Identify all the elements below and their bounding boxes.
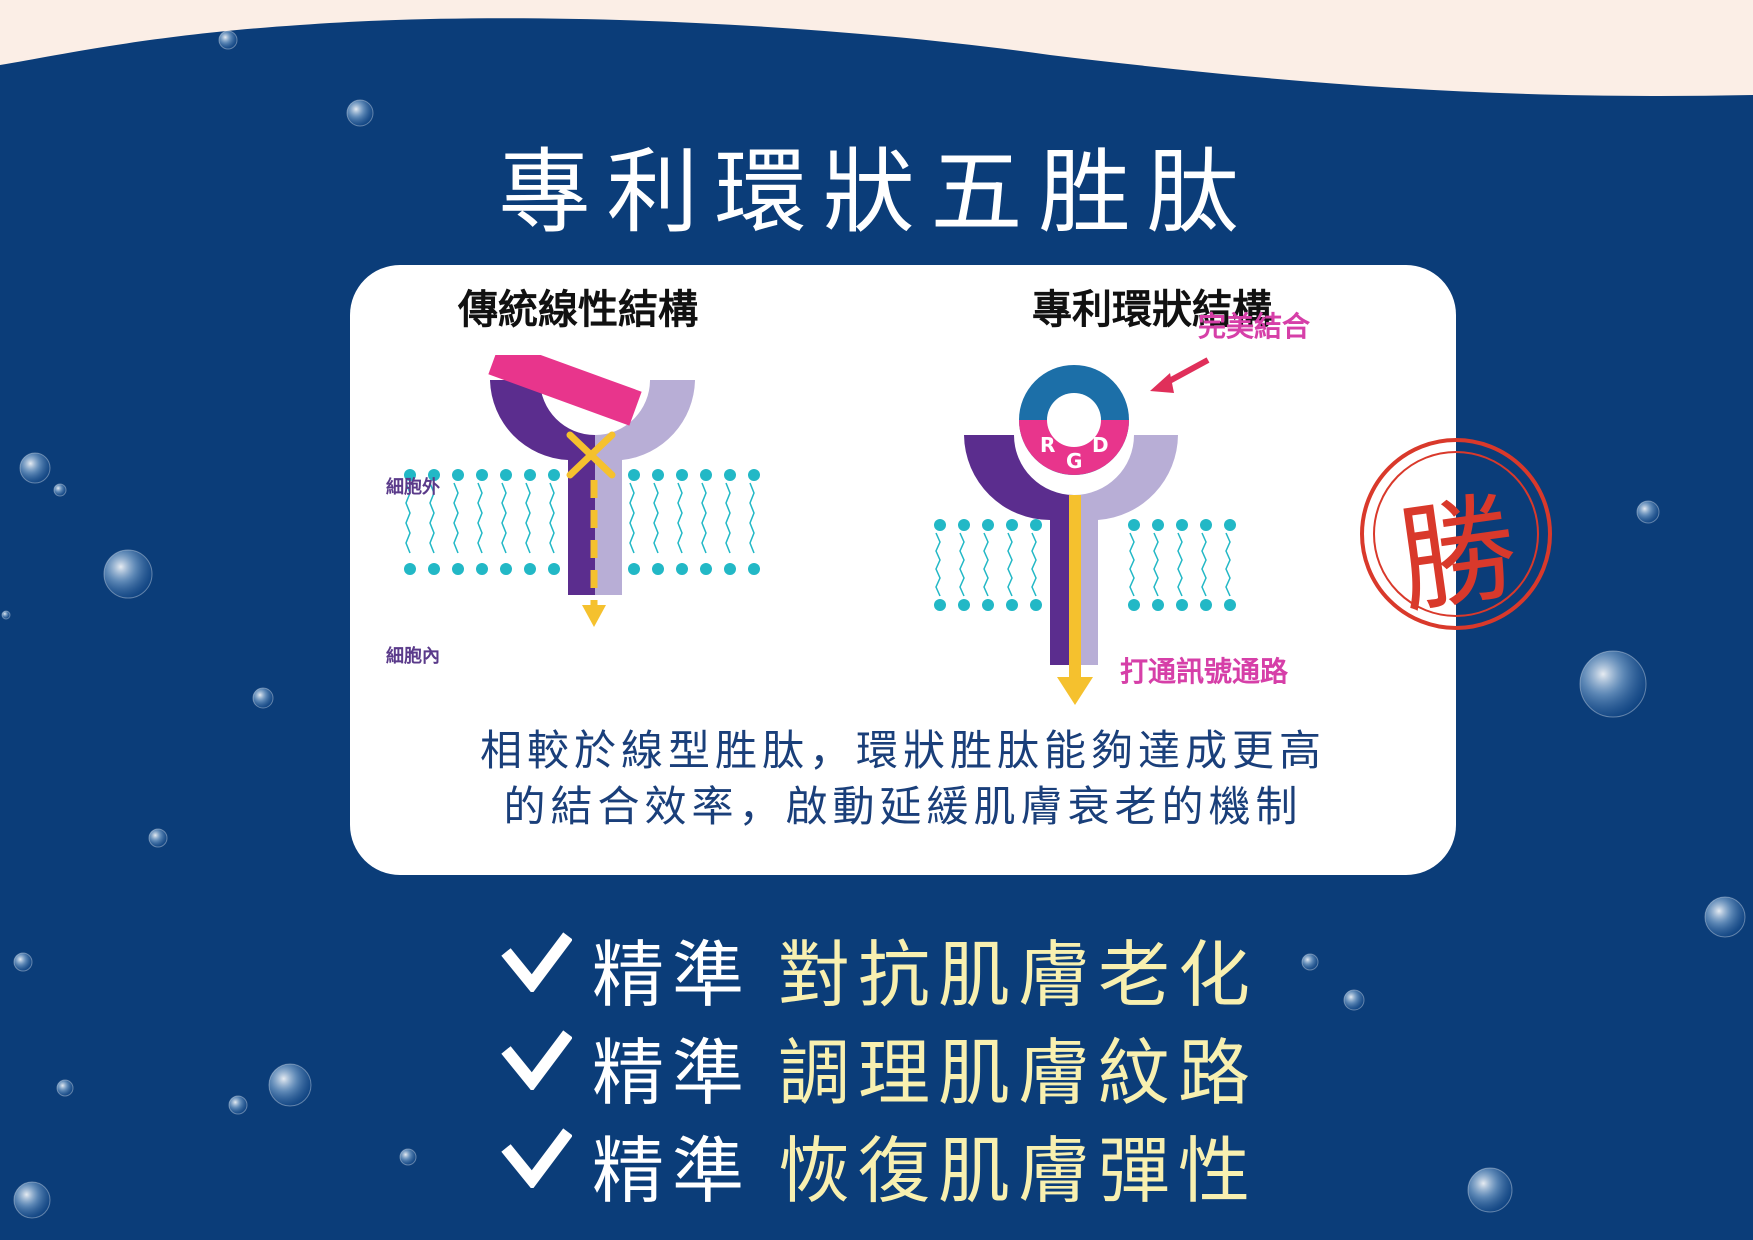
linear-structure-diagram <box>404 355 760 627</box>
perfect-bind-label: 完美結合 <box>1198 310 1311 343</box>
stamp-character: 勝 <box>1389 477 1526 631</box>
benefit-value: 調理肌膚紋路 <box>778 1031 1259 1115</box>
benefit-label: 精準 <box>592 1129 753 1213</box>
win-stamp: 勝 <box>1358 436 1554 632</box>
blocked-x-icon <box>566 431 616 479</box>
rgd-ring <box>1019 365 1129 475</box>
top-wave <box>0 0 1753 96</box>
description-line-1: 相較於線型胜肽，環狀胜肽能夠達成更高 <box>479 726 1326 775</box>
left-heading: 傳統線性結構 <box>458 287 698 333</box>
check-icon <box>501 1030 572 1090</box>
inside-cell-label: 細胞內 <box>386 646 440 667</box>
ring-letter-d: D <box>1092 433 1109 457</box>
outside-cell-label: 細胞外 <box>386 477 440 498</box>
cyclic-structure-diagram: R G D <box>934 357 1236 705</box>
benefit-label: 精準 <box>592 933 753 1017</box>
pointer-arrow-icon <box>1150 357 1210 393</box>
linear-peptide <box>488 355 642 426</box>
check-icon <box>501 932 572 992</box>
comparison-card: 傳統線性結構 專利環狀結構 <box>350 265 1456 875</box>
page-title: 專利環狀五胜肽 <box>498 139 1255 246</box>
signal-pathway-label: 打通訊號通路 <box>1120 655 1289 688</box>
check-icon <box>501 1128 572 1188</box>
ring-letter-r: R <box>1040 433 1055 457</box>
benefit-value: 對抗肌膚老化 <box>778 933 1259 1017</box>
cell-membrane-left <box>404 469 760 575</box>
description-line-2: 的結合效率，啟動延緩肌膚衰老的機制 <box>503 782 1303 831</box>
ring-letter-g: G <box>1066 449 1082 473</box>
benefit-value: 恢復肌膚彈性 <box>778 1129 1259 1213</box>
receptor-right <box>964 435 1178 665</box>
signal-arrow <box>1069 495 1081 680</box>
benefit-label: 精準 <box>592 1031 753 1115</box>
right-heading: 專利環狀結構 <box>1032 287 1272 333</box>
